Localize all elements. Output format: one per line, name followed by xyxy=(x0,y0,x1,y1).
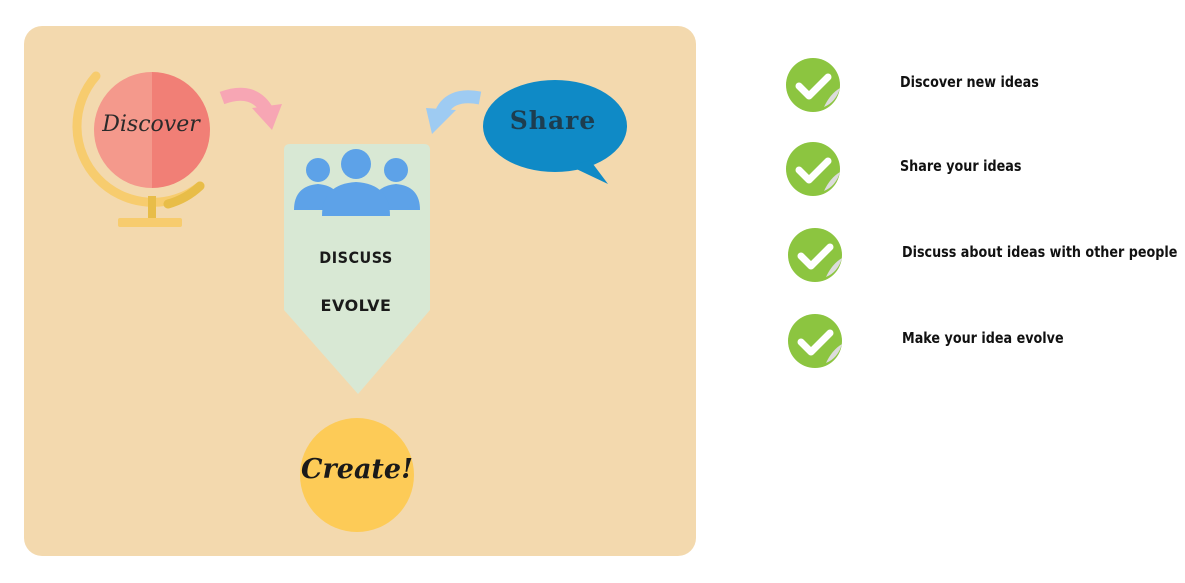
list-item: Share your ideas xyxy=(786,142,1176,198)
curved-arrow-icon xyxy=(426,90,482,134)
people-group-icon xyxy=(294,149,420,216)
list-item-label: Share your ideas xyxy=(900,157,1022,175)
share-label: Share xyxy=(509,106,597,135)
speech-bubble-icon xyxy=(483,80,627,184)
globe-icon xyxy=(72,71,210,227)
curved-arrow-icon xyxy=(219,87,282,130)
list-item-label: Make your idea evolve xyxy=(902,329,1064,347)
list-item: Discuss about ideas with other people xyxy=(788,228,1178,284)
create-label: Create! xyxy=(301,454,413,485)
evolve-label: EVOLVE xyxy=(320,296,392,315)
check-icon xyxy=(786,142,842,198)
check-icon xyxy=(786,58,842,114)
create-circle xyxy=(300,418,414,532)
list-item: Make your idea evolve xyxy=(788,314,1178,370)
list-item-label: Discover new ideas xyxy=(900,73,1039,91)
discuss-card xyxy=(284,144,430,394)
check-icon xyxy=(788,228,844,284)
list-item: Discover new ideas xyxy=(786,58,1176,114)
check-icon xyxy=(788,314,844,370)
list-item-label: Discuss about ideas with other people xyxy=(902,243,1178,261)
discuss-label: DISCUSS xyxy=(319,248,393,267)
discover-label: Discover xyxy=(102,112,200,137)
